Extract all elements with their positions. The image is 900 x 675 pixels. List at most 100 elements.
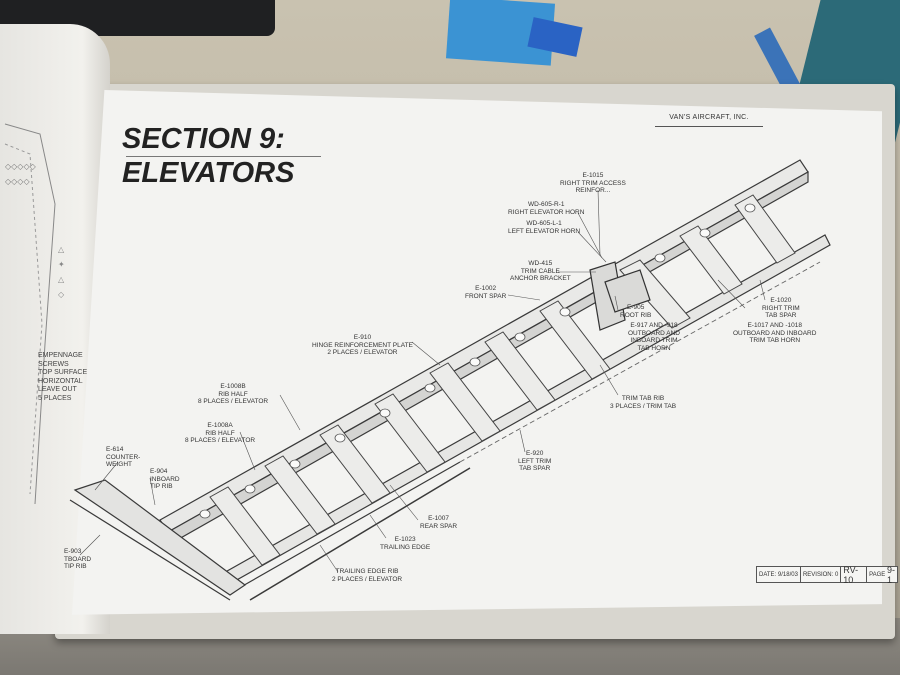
title-divider bbox=[126, 156, 321, 157]
callout-line: LEFT ELEVATOR HORN bbox=[508, 227, 581, 235]
left-text-line: 5 PLACES bbox=[38, 394, 72, 402]
callout-e1002: E-1002 FRONT SPAR bbox=[465, 285, 506, 300]
callout-line: WD-415 bbox=[528, 260, 553, 267]
callout-line: E-1023 bbox=[394, 536, 416, 543]
callout-line: TRIM TAB HORN bbox=[749, 337, 801, 344]
callout-line: HINGE REINFORCEMENT PLATE bbox=[312, 341, 413, 349]
callout-e614: E-614 COUNTER- WEIGHT bbox=[106, 446, 140, 469]
callout-line: E-1002 bbox=[475, 285, 497, 292]
revision-value: 0 bbox=[834, 571, 839, 578]
callout-line: TIP RIB bbox=[150, 483, 173, 490]
svg-text:✦: ✦ bbox=[58, 260, 65, 269]
callout-line: E-904 bbox=[150, 468, 168, 475]
callout-line: TRIM CABLE bbox=[520, 267, 560, 275]
callout-line: TAB SPAR bbox=[519, 465, 551, 472]
callout-wd605l: WD-605-L-1 LEFT ELEVATOR HORN bbox=[508, 220, 580, 235]
callout-line: 8 PLACES / ELEVATOR bbox=[185, 437, 256, 444]
callout-e910: E-910 HINGE REINFORCEMENT PLATE 2 PLACES… bbox=[312, 334, 413, 357]
page-cell: PAGE 9-1 bbox=[867, 564, 897, 585]
callout-trailing-edge-rib: TRAILING EDGE RIB 2 PLACES / ELEVATOR bbox=[332, 568, 402, 583]
date-cell: DATE: 9/18/03 bbox=[757, 567, 801, 582]
callout-line: TRAILING EDGE bbox=[380, 543, 431, 551]
callout-line: COUNTER- bbox=[106, 453, 141, 461]
callout-line: E-920 bbox=[526, 450, 544, 457]
callout-line: E-903 bbox=[64, 548, 82, 555]
svg-text:◇◇◇◇◇: ◇◇◇◇◇ bbox=[5, 162, 37, 171]
callout-wd415: WD-415 TRIM CABLE ANCHOR BRACKET bbox=[510, 260, 571, 283]
callout-line: 2 PLACES / ELEVATOR bbox=[332, 575, 403, 583]
revision-cell: REVISION: 0 bbox=[801, 567, 842, 582]
callout-line: E-1008B bbox=[220, 383, 246, 390]
callout-e905: E-905 ROOT RIB bbox=[620, 304, 651, 319]
callout-line: RIGHT TRIM ACCESS bbox=[560, 179, 626, 187]
callout-wd605r: WD-605-R-1 RIGHT ELEVATOR HORN bbox=[508, 201, 584, 216]
section-title: SECTION 9: ELEVATORS bbox=[122, 122, 294, 190]
section-title-line1: SECTION 9: bbox=[122, 123, 285, 155]
callout-line: E-910 bbox=[353, 334, 372, 341]
callout-e1008b: E-1008B RIB HALF 8 PLACES / ELEVATOR bbox=[198, 383, 268, 406]
svg-text:△: △ bbox=[58, 275, 65, 284]
callout-line: WD-605-R-1 bbox=[527, 201, 565, 208]
page-value: 9-1 bbox=[886, 564, 895, 585]
left-text-line: EMPENNAGE bbox=[38, 352, 83, 359]
callout-e1007: E-1007 REAR SPAR bbox=[420, 515, 457, 530]
callout-line: RIB HALF bbox=[205, 429, 235, 437]
vans-aircraft-logo: VAN'S AIRCRAFT, INC. bbox=[655, 114, 763, 127]
callout-line: LEFT TRIM bbox=[518, 457, 552, 465]
page-label: PAGE bbox=[869, 571, 886, 578]
callout-line: TRAILING EDGE RIB bbox=[335, 568, 399, 575]
callout-line: OUTBOARD AND INBOARD bbox=[733, 329, 817, 337]
svg-text:△: △ bbox=[58, 245, 65, 254]
left-text-line: LEAVE OUT bbox=[38, 386, 77, 393]
callout-e1015: E-1015 RIGHT TRIM ACCESS REINFOR... bbox=[560, 172, 626, 195]
callout-line: E-1008A bbox=[207, 422, 233, 429]
callout-line: TIP RIB bbox=[64, 563, 87, 570]
callout-line: E-614 bbox=[106, 446, 124, 453]
callout-line: TBOARD bbox=[64, 555, 92, 563]
callout-line: FRONT SPAR bbox=[465, 292, 507, 300]
callout-line: E-1017 AND -1018 bbox=[747, 322, 802, 329]
callout-line: WD-605-L-1 bbox=[526, 220, 562, 227]
callout-line: E-1015 bbox=[582, 172, 604, 179]
callout-line: 8 PLACES / ELEVATOR bbox=[198, 398, 269, 405]
callout-line: RIB HALF bbox=[218, 390, 248, 398]
callout-line: 2 PLACES / ELEVATOR bbox=[327, 349, 398, 356]
section-title-line2: ELEVATORS bbox=[122, 157, 295, 189]
callout-line: ROOT RIB bbox=[620, 311, 652, 319]
callout-line: INBOARD TRIM bbox=[630, 337, 678, 344]
date-label: DATE: bbox=[759, 571, 777, 578]
callout-line: ANCHOR BRACKET bbox=[510, 275, 571, 282]
callout-line: INBOARD bbox=[150, 475, 180, 483]
callout-line: OUTBOARD AND bbox=[628, 329, 681, 337]
drawing-title-block: DATE: 9/18/03 REVISION: 0 RV-10 PAGE 9-1 bbox=[756, 564, 898, 585]
callout-line: TAB SPAR bbox=[765, 312, 797, 319]
left-text-line: TOP SURFACE bbox=[38, 369, 88, 376]
callout-line: RIGHT ELEVATOR HORN bbox=[508, 208, 585, 216]
callout-line: TRIM TAB RIB bbox=[621, 395, 665, 402]
callout-e1020: E-1020 RIGHT TRIM TAB SPAR bbox=[762, 297, 800, 320]
callout-line: E-917 AND -918 bbox=[630, 322, 678, 329]
date-value: 9/18/03 bbox=[777, 571, 798, 578]
callout-line: REAR SPAR bbox=[420, 522, 458, 530]
callout-line: WEIGHT bbox=[106, 461, 132, 468]
left-page-drawing: ◇◇◇◇◇ ◇◇◇◇ △ ✦ △ ◇ bbox=[4, 123, 65, 505]
revision-label: REVISION: bbox=[802, 571, 834, 578]
left-text-line: SCREWS bbox=[38, 360, 69, 368]
callout-line: 3 PLACES / TRIM TAB bbox=[610, 402, 677, 410]
model-cell: RV-10 bbox=[841, 565, 868, 585]
svg-text:◇◇◇◇: ◇◇◇◇ bbox=[5, 177, 30, 186]
callout-line: E-1020 bbox=[770, 297, 792, 304]
callout-e917: E-917 AND -918 OUTBOARD AND INBOARD TRIM… bbox=[628, 322, 680, 352]
svg-text:◇: ◇ bbox=[58, 290, 65, 299]
callout-line: E-1007 bbox=[428, 515, 450, 522]
callout-line: TAB HORN bbox=[637, 344, 671, 352]
callout-line: REINFOR... bbox=[575, 187, 611, 194]
callout-trim-tab-rib: TRIM TAB RIB 3 PLACES / TRIM TAB bbox=[610, 395, 676, 410]
callout-e903: E-903 TBOARD TIP RIB bbox=[64, 548, 91, 571]
callout-e920: E-920 LEFT TRIM TAB SPAR bbox=[518, 450, 551, 473]
callout-e1023: E-1023 TRAILING EDGE bbox=[380, 536, 430, 551]
callout-line: E-905 bbox=[626, 304, 645, 311]
left-text-line: HORIZONTAL bbox=[38, 377, 83, 385]
callout-e1008a: E-1008A RIB HALF 8 PLACES / ELEVATOR bbox=[185, 422, 255, 445]
